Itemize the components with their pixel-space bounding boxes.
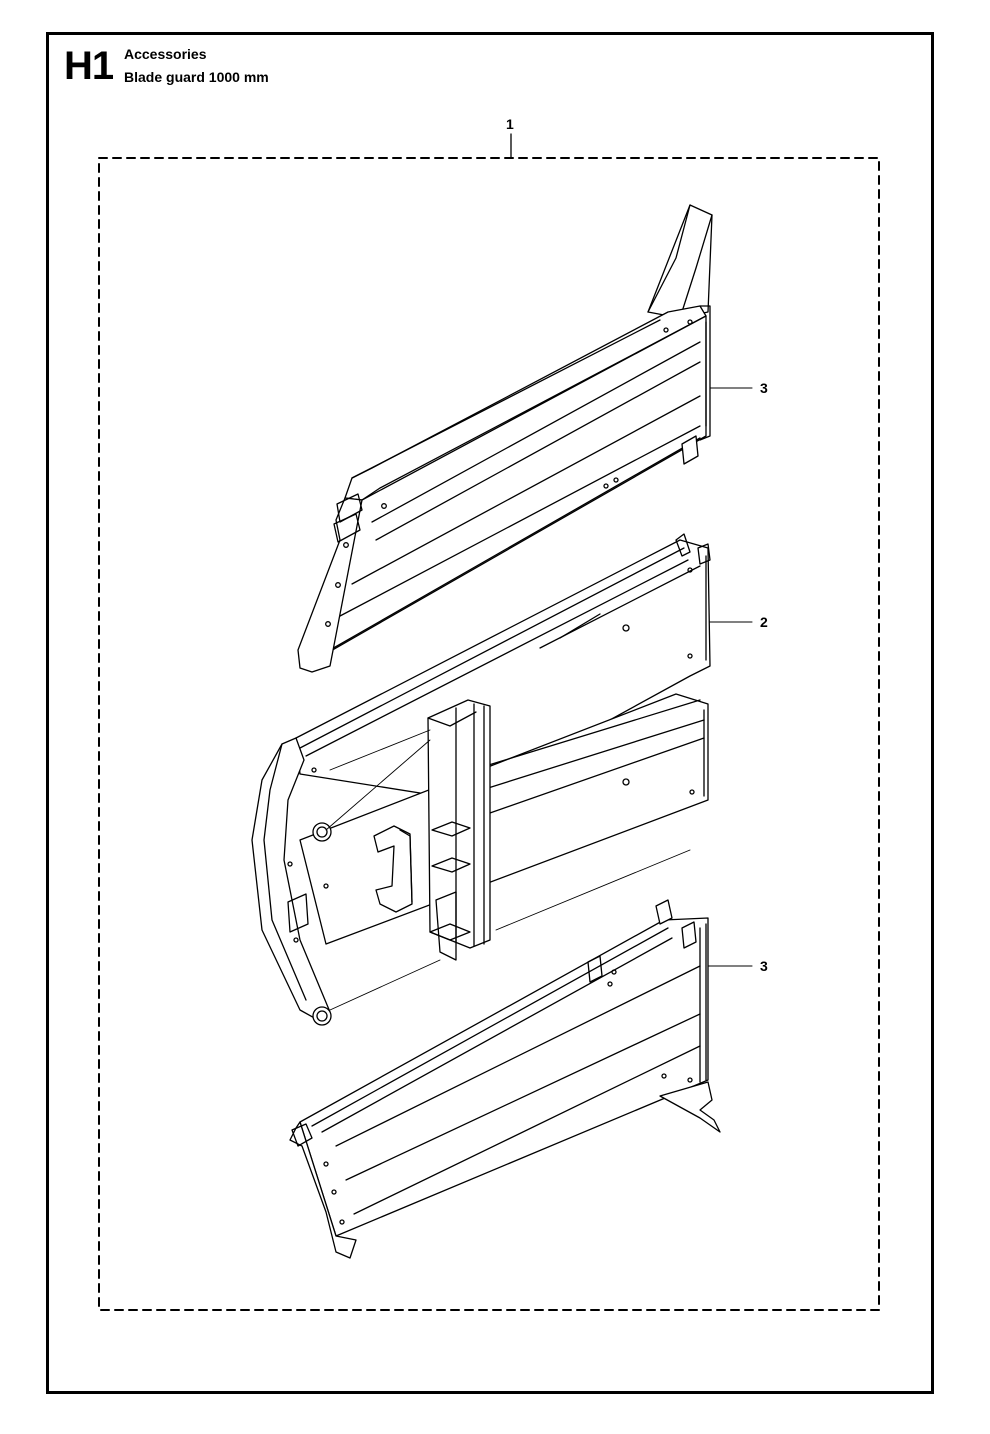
callout-3-bottom: 3 bbox=[760, 958, 768, 974]
center-guard-section bbox=[251, 533, 753, 1026]
bottom-guard-panel bbox=[289, 899, 753, 1259]
section-code: H1 bbox=[64, 44, 114, 88]
callout-2: 2 bbox=[760, 614, 768, 630]
top-guard-panel bbox=[297, 204, 753, 673]
callout-3-top: 3 bbox=[760, 380, 768, 396]
callout-1: 1 bbox=[506, 116, 514, 132]
section-title: Accessories bbox=[124, 46, 207, 62]
assembly-boundary bbox=[98, 133, 880, 1311]
section-subtitle: Blade guard 1000 mm bbox=[124, 69, 269, 85]
page-frame bbox=[46, 32, 934, 1394]
